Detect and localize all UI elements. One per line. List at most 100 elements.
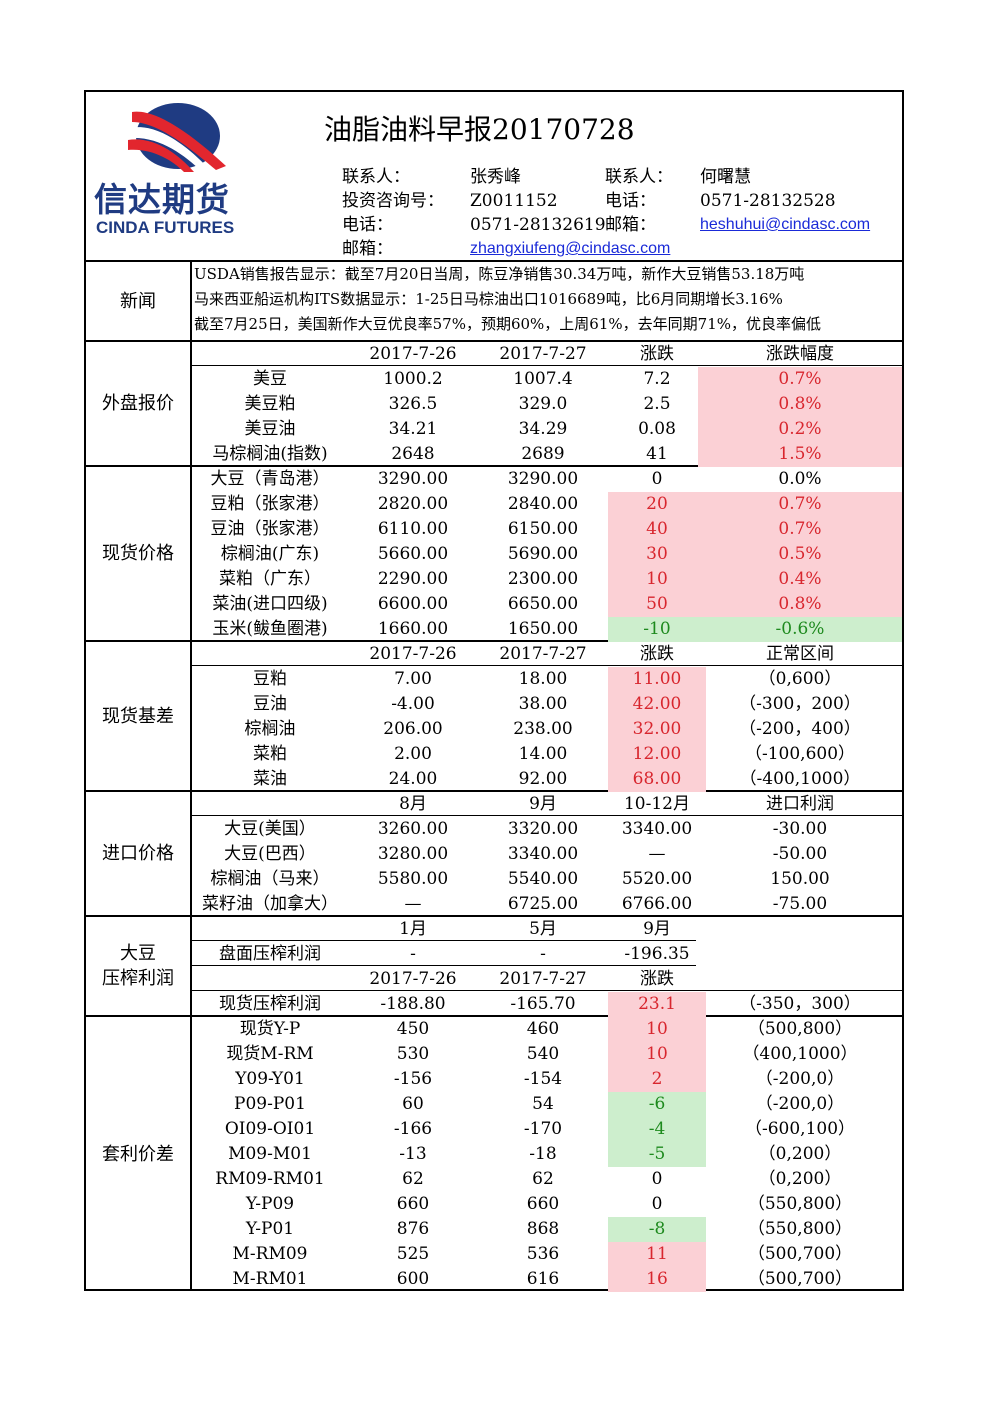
spot-row-4-col0: 菜粕（广东） [219,569,321,589]
basis-row-2-col1: 206.00 [383,719,443,739]
spot-row-3-col4: 0.5% [698,542,902,567]
foreign-row-1-col4: 0.8% [698,392,902,417]
spread-row-5-col0: M09-M01 [228,1144,312,1164]
logo-en: CINDA FUTURES [96,218,235,237]
spread-row-7-col3: 0 [651,1194,663,1214]
spread-row-4-col1: -166 [393,1119,433,1139]
basis-row-1-col3: 42.00 [608,692,706,717]
spread-row-8-col3: -8 [608,1217,706,1242]
basis-row-0-col4: （0,600） [758,669,842,689]
basis-row-3-col2: 14.00 [518,744,568,764]
spread-row-10-col0: M-RM01 [232,1269,308,1289]
foreign-row-2-col4: 0.2% [698,417,902,442]
spread-row-4-col0: OI09-OI01 [224,1119,316,1139]
logo: 信达期货 CINDA FUTURES [92,96,262,237]
basis-row-2-col3: 32.00 [608,717,706,742]
crush-header2-col3: 涨跌 [640,969,674,989]
foreign-row-2-col0: 美豆油 [244,419,296,439]
crush-row1-col2: - [540,944,546,964]
page-title: 油脂油料早报20170728 [324,113,635,146]
foreign-header-col2: 2017-7-27 [499,344,587,364]
spread-row-9-col1: 525 [396,1244,430,1264]
email-link-1[interactable]: zhangxiufeng@cindasc.com [470,240,671,257]
spread-row-5-col1: -13 [399,1144,427,1164]
contact-name-2: 何曙慧 [700,167,751,187]
spot-row-1-col3: 20 [608,492,706,517]
foreign-row-1-col1: 326.5 [388,394,438,414]
spread-row-1-col4: （400,1000） [742,1044,858,1064]
spot-row-2-col0: 豆油（张家港） [210,519,330,539]
spot-row-0-col3: 0 [651,469,663,489]
email-link-2[interactable]: heshuhui@cindasc.com [700,216,871,233]
spot-row-6-col0: 玉米(鲅鱼圈港) [212,619,328,639]
spread-row-10-col2: 616 [526,1269,560,1289]
spread-row-1-col1: 530 [396,1044,430,1064]
spot-row-5-col1: 6600.00 [377,594,449,614]
spot-row-0-col2: 3290.00 [507,469,579,489]
email-label-1: 邮箱： [342,239,393,259]
spread-row-2-col1: -156 [393,1069,433,1089]
foreign-header-col0 [192,342,348,367]
spread-row-1-col3: 10 [608,1042,706,1067]
email-label-2: 邮箱： [605,215,656,235]
foreign-row-0-col2: 1007.4 [513,369,573,389]
spread-row-9-col4: （500,700） [747,1244,853,1264]
section-spot: 现货价格 [102,543,174,564]
basis-row-2-col2: 238.00 [513,719,573,739]
spread-row-1-col2: 540 [526,1044,560,1064]
phone-label-1: 电话： [342,215,393,235]
contact-label-2: 联系人： [605,167,673,187]
basis-row-4-col2: 92.00 [518,769,568,789]
foreign-row-1-col0: 美豆粕 [244,394,296,414]
import-header-col4: 进口利润 [766,794,834,814]
spot-row-0-col0: 大豆（青岛港） [210,469,330,489]
import-row-0-col1: 3260.00 [377,819,449,839]
spread-row-3-col4: （-200,0） [755,1094,845,1114]
spread-row-4-col4: （-600,100） [744,1119,856,1139]
spot-row-2-col2: 6150.00 [507,519,579,539]
section-news: 新闻 [120,290,156,312]
spot-row-5-col2: 6650.00 [507,594,579,614]
basis-row-3-col3: 12.00 [608,742,706,767]
basis-row-4-col0: 菜油 [253,769,287,789]
crush-row2-col4: （-350，300） [739,994,861,1014]
spot-row-1-col0: 豆粕（张家港） [210,494,330,514]
import-row-1-col4: -50.00 [772,844,828,864]
import-row-3-col4: -75.00 [772,894,828,914]
import-row-1-col2: 3340.00 [507,844,579,864]
spread-row-4-col2: -170 [523,1119,563,1139]
spread-row-0-col3: 10 [608,1017,706,1042]
spot-row-4-col4: 0.4% [698,567,902,592]
basis-row-2-col4: （-200，400） [739,719,861,739]
basis-row-3-col0: 菜粕 [253,744,287,764]
basis-header-col1: 2017-7-26 [369,644,457,664]
contact-name-1: 张秀峰 [470,167,521,187]
spread-row-7-col1: 660 [396,1194,430,1214]
crush-header2-col0 [192,967,348,992]
spread-row-10-col3: 16 [608,1267,706,1292]
spread-row-8-col0: Y-P01 [245,1219,295,1239]
spot-row-1-col1: 2820.00 [377,494,449,514]
import-row-0-col0: 大豆(美国） [224,819,316,839]
spot-row-4-col2: 2300.00 [507,569,579,589]
basis-row-3-col4: （-100,600） [744,744,856,764]
basis-row-1-col4: （-300，200） [739,694,861,714]
spot-row-6-col3: -10 [608,617,706,642]
spot-row-1-col2: 2840.00 [507,494,579,514]
basis-row-3-col1: 2.00 [394,744,432,764]
crush-row1-col1: - [410,944,416,964]
import-row-2-col4: 150.00 [770,869,830,889]
foreign-header-col1: 2017-7-26 [369,344,457,364]
foreign-row-3-col1: 2648 [391,444,435,464]
basis-row-1-col0: 豆油 [253,694,287,714]
spread-row-6-col4: （0,200） [758,1169,842,1189]
spot-row-2-col4: 0.7% [698,517,902,542]
section-crush: 大豆 压榨利润 [86,917,190,1015]
import-row-1-col3: — [648,844,666,864]
basis-row-0-col1: 7.00 [394,669,432,689]
spread-row-0-col2: 460 [526,1019,560,1039]
spot-row-1-col4: 0.7% [698,492,902,517]
foreign-row-0-col0: 美豆 [253,369,287,389]
basis-row-4-col3: 68.00 [608,767,706,792]
foreign-row-1-col3: 2.5 [643,394,671,414]
